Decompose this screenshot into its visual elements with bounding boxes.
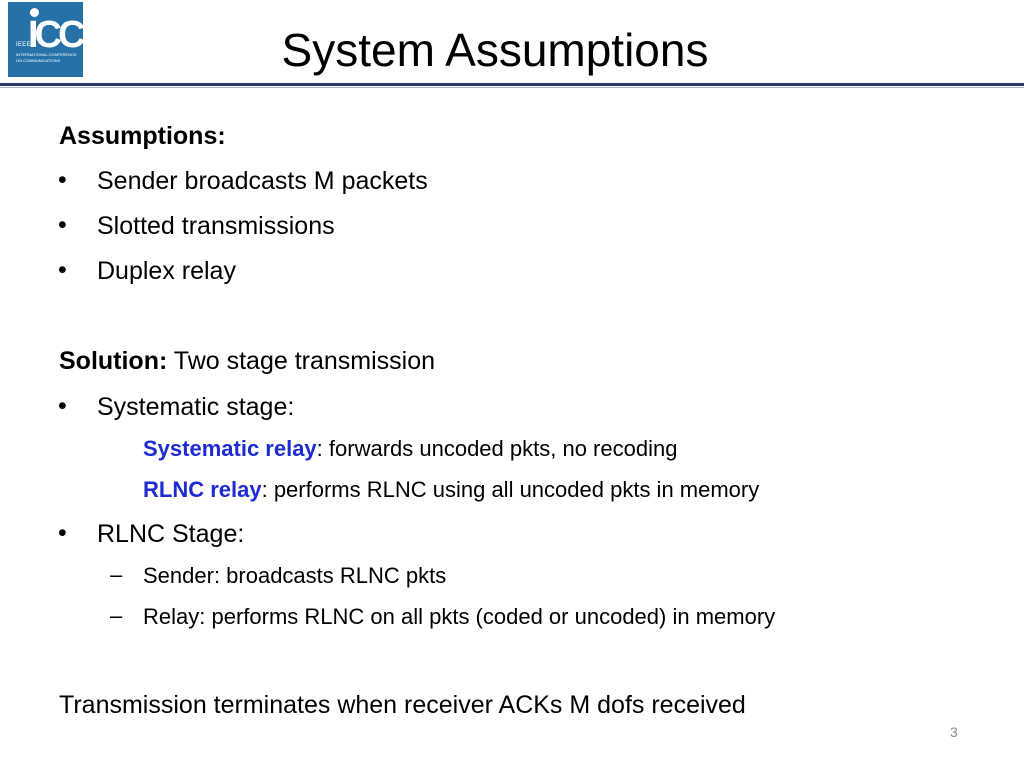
dash-glyph: – <box>110 562 123 587</box>
stage-label: Systematic stage: <box>97 393 295 421</box>
page-number: 3 <box>950 724 958 740</box>
subitem-desc: : performs RLNC using all uncoded pkts i… <box>261 477 760 502</box>
solution-text: Two stage transmission <box>167 347 436 375</box>
subitem-term: RLNC relay <box>143 477 262 502</box>
assumptions-heading: Assumptions: <box>59 122 226 150</box>
stage-subitem: Systematic relay: forwards uncoded pkts,… <box>143 435 677 463</box>
assumption-item: Duplex relay <box>97 257 236 285</box>
ieee-icc-logo: ICC IEEE INTERNATIONAL CONFERENCE ON COM… <box>8 2 85 77</box>
solution-line: Solution: Two stage transmission <box>59 346 435 376</box>
stage-subitem: Relay: performs RLNC on all pkts (coded … <box>143 604 776 629</box>
assumption-item: Slotted transmissions <box>97 212 335 240</box>
stage-subitem: Sender: broadcasts RLNC pkts <box>143 563 447 588</box>
subitem-term: Systematic relay <box>143 436 317 461</box>
assumption-item: Sender broadcasts M packets <box>97 167 428 195</box>
subitem-desc: : forwards uncoded pkts, no recoding <box>316 436 678 461</box>
solution-heading: Solution: <box>59 347 168 375</box>
bullet-glyph: • <box>58 392 67 420</box>
bullet-glyph: • <box>58 211 67 239</box>
bullet-glyph: • <box>58 519 67 547</box>
logo-mark: ICC <box>28 14 85 56</box>
logo-org: IEEE <box>16 42 31 48</box>
logo-line2: ON COMMUNICATIONS <box>16 58 61 63</box>
bullet-glyph: • <box>58 166 67 194</box>
logo-dot <box>30 8 39 17</box>
slide-title: System Assumptions <box>281 24 709 76</box>
stage-label: RLNC Stage: <box>97 520 245 548</box>
dash-glyph: – <box>110 603 123 628</box>
bullet-glyph: • <box>58 256 67 284</box>
title-divider <box>0 83 1024 86</box>
logo-line1: INTERNATIONAL CONFERENCE <box>16 52 77 57</box>
stage-subitem: RLNC relay: performs RLNC using all unco… <box>143 476 759 504</box>
title-divider-shadow <box>0 87 1024 88</box>
conclusion-text: Transmission terminates when receiver AC… <box>59 691 746 719</box>
